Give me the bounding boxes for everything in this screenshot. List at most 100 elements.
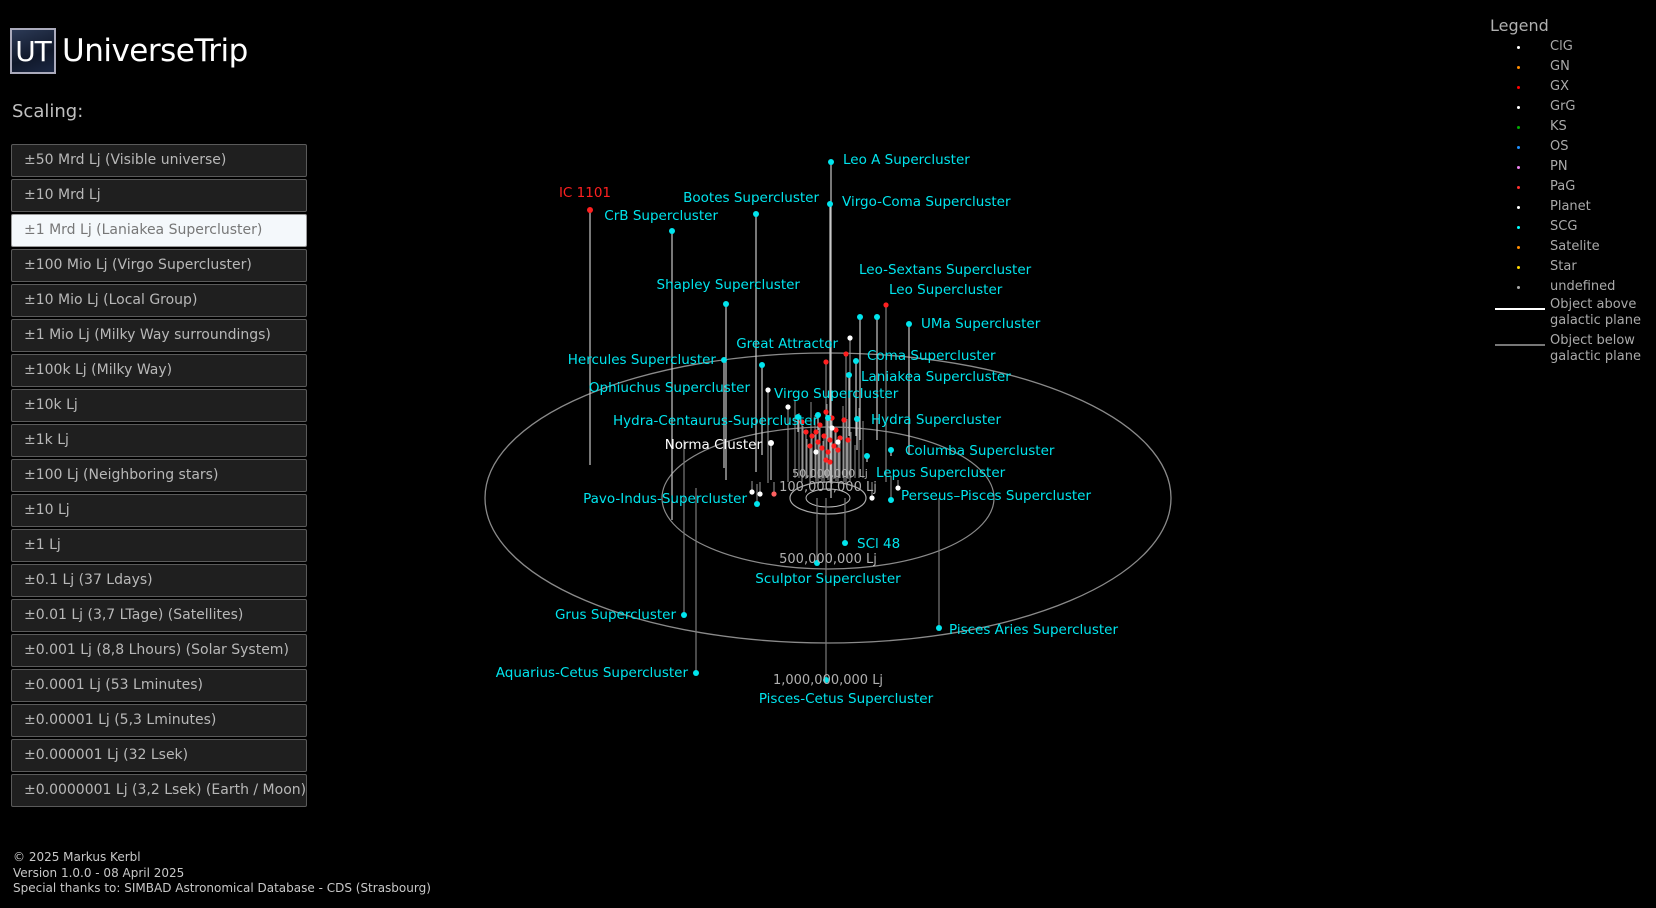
object-marker[interactable] (721, 357, 727, 363)
legend-label: GX (1550, 79, 1569, 94)
legend-label: PN (1550, 159, 1568, 174)
object-marker[interactable] (853, 358, 859, 364)
object-marker[interactable] (827, 201, 833, 207)
legend-dot-icon (1517, 86, 1520, 89)
object-label[interactable]: Ophiuchus Supercluster (589, 380, 751, 396)
scale-button-solar-system[interactable]: ±0.001 Lj (8,8 Lhours) (Solar System) (11, 634, 307, 667)
object-marker[interactable] (825, 415, 831, 421)
object-label[interactable]: UMa Supercluster (921, 316, 1041, 332)
galaxy-marker (845, 437, 851, 443)
object-label[interactable]: Leo A Supercluster (843, 152, 970, 168)
scale-button-10-mrd[interactable]: ±10 Mrd Lj (11, 179, 307, 212)
object-marker[interactable] (936, 625, 942, 631)
object-label[interactable]: CrB Supercluster (604, 208, 718, 224)
footer: © 2025 Markus Kerbl Version 1.0.0 - 08 A… (13, 850, 431, 897)
object-label[interactable]: Leo-Sextans Supercluster (859, 262, 1032, 278)
object-marker[interactable] (823, 677, 829, 683)
galaxy-marker (835, 439, 841, 445)
object-label[interactable]: Aquarius-Cetus Supercluster (496, 665, 689, 681)
object-label[interactable]: Columba Supercluster (905, 443, 1055, 459)
object-label[interactable]: Leo Supercluster (889, 282, 1003, 298)
object-marker[interactable] (874, 314, 880, 320)
object-marker[interactable] (754, 501, 760, 507)
object-marker[interactable] (768, 440, 774, 446)
object-marker[interactable] (759, 362, 765, 368)
legend-label: KS (1550, 119, 1567, 134)
object-marker[interactable] (846, 372, 852, 378)
legend-dot-icon (1517, 266, 1520, 269)
legend-item: undefined (1490, 277, 1656, 297)
object-label[interactable]: Sculptor Supercluster (755, 571, 901, 587)
scale-button-earth-moon[interactable]: ±0.0000001 Lj (3,2 Lsek) (Earth / Moon) (11, 774, 307, 807)
object-marker[interactable] (842, 540, 848, 546)
object-marker[interactable] (828, 159, 834, 165)
object-marker[interactable] (814, 560, 820, 566)
logo-mark: UT (10, 28, 56, 74)
object-label[interactable]: Grus Supercluster (555, 607, 677, 623)
object-label[interactable]: Hydra-Centaurus-Supercluster (613, 413, 818, 429)
scale-button-milky-way[interactable]: ±100k Lj (Milky Way) (11, 354, 307, 387)
scale-button-local-group[interactable]: ±10 Mio Lj (Local Group) (11, 284, 307, 317)
object-marker[interactable] (864, 453, 870, 459)
scale-button-1-lj[interactable]: ±1 Lj (11, 529, 307, 562)
legend-item: ClG (1490, 37, 1656, 57)
object-marker[interactable] (854, 416, 860, 422)
scale-button-neighboring-stars[interactable]: ±100 Lj (Neighboring stars) (11, 459, 307, 492)
object-label[interactable]: IC 1101 (559, 185, 611, 201)
object-marker[interactable] (857, 314, 863, 320)
object-label[interactable]: Great Attractor (736, 336, 838, 352)
scale-button-satellites[interactable]: ±0.01 Lj (3,7 LTage) (Satellites) (11, 599, 307, 632)
galaxy-marker (835, 447, 841, 453)
object-label[interactable]: Pisces Aries Supercluster (949, 622, 1118, 638)
scale-button-10-lj[interactable]: ±10 Lj (11, 494, 307, 527)
scale-button-milky-way-surroundings[interactable]: ±1 Mio Lj (Milky Way surroundings) (11, 319, 307, 352)
scale-button-visible-universe[interactable]: ±50 Mrd Lj (Visible universe) (11, 144, 307, 177)
object-marker[interactable] (815, 412, 821, 418)
object-marker[interactable] (669, 228, 675, 234)
scale-button-1k[interactable]: ±1k Lj (11, 424, 307, 457)
object-marker[interactable] (795, 414, 801, 420)
object-label[interactable]: Pavo-Indus-Supercluster (583, 491, 747, 507)
object-label[interactable]: Lepus Supercluster (876, 465, 1006, 481)
scale-button-ldays[interactable]: ±0.1 Lj (37 Ldays) (11, 564, 307, 597)
object-marker[interactable] (723, 301, 729, 307)
object-marker[interactable] (906, 321, 912, 327)
object-label[interactable]: Norma Cluster (665, 437, 763, 453)
object-label[interactable]: Pisces-Cetus Supercluster (759, 691, 934, 707)
scale-button-32-lsek[interactable]: ±0.000001 Lj (32 Lsek) (11, 739, 307, 772)
object-marker[interactable] (681, 612, 687, 618)
object-label[interactable]: Virgo-Coma Supercluster (842, 194, 1011, 210)
object-label[interactable]: Hercules Supercluster (568, 352, 717, 368)
object-label[interactable]: Virgo Supercluster (774, 386, 899, 402)
object-marker[interactable] (693, 670, 699, 676)
object-marker[interactable] (587, 207, 593, 213)
legend-dot-icon (1517, 226, 1520, 229)
object-marker[interactable] (888, 497, 894, 503)
object-label[interactable]: SCl 48 (857, 536, 900, 552)
object-label[interactable]: Bootes Supercluster (683, 190, 819, 206)
object-label[interactable]: Perseus–Pisces Supercluster (901, 488, 1091, 504)
legend-label: Planet (1550, 199, 1591, 214)
scale-button-virgo[interactable]: ±100 Mio Lj (Virgo Supercluster) (11, 249, 307, 282)
object-label[interactable]: Hydra Supercluster (871, 412, 1001, 428)
scale-button-10k[interactable]: ±10k Lj (11, 389, 307, 422)
scale-button-5-lminutes[interactable]: ±0.00001 Lj (5,3 Lminutes) (11, 704, 307, 737)
object-marker[interactable] (888, 447, 894, 453)
galaxy-marker (749, 489, 755, 495)
galaxy-marker (813, 449, 819, 455)
legend-line-item: Object below galactic plane (1490, 333, 1656, 369)
galaxy-marker (825, 449, 831, 455)
scale-button-53-lminutes[interactable]: ±0.0001 Lj (53 Lminutes) (11, 669, 307, 702)
object-label[interactable]: Laniakea Supercluster (861, 369, 1011, 385)
object-label[interactable]: Shapley Supercluster (657, 277, 801, 293)
legend-item: Star (1490, 257, 1656, 277)
ring-label: 50,000,000 Lj (792, 467, 868, 480)
galaxy-marker (809, 433, 815, 439)
galaxy-marker (765, 387, 771, 393)
object-label[interactable]: Coma Supercluster (867, 348, 996, 364)
object-marker[interactable] (753, 211, 759, 217)
scale-button-laniakea[interactable]: ±1 Mrd Lj (Laniakea Supercluster) (11, 214, 307, 247)
